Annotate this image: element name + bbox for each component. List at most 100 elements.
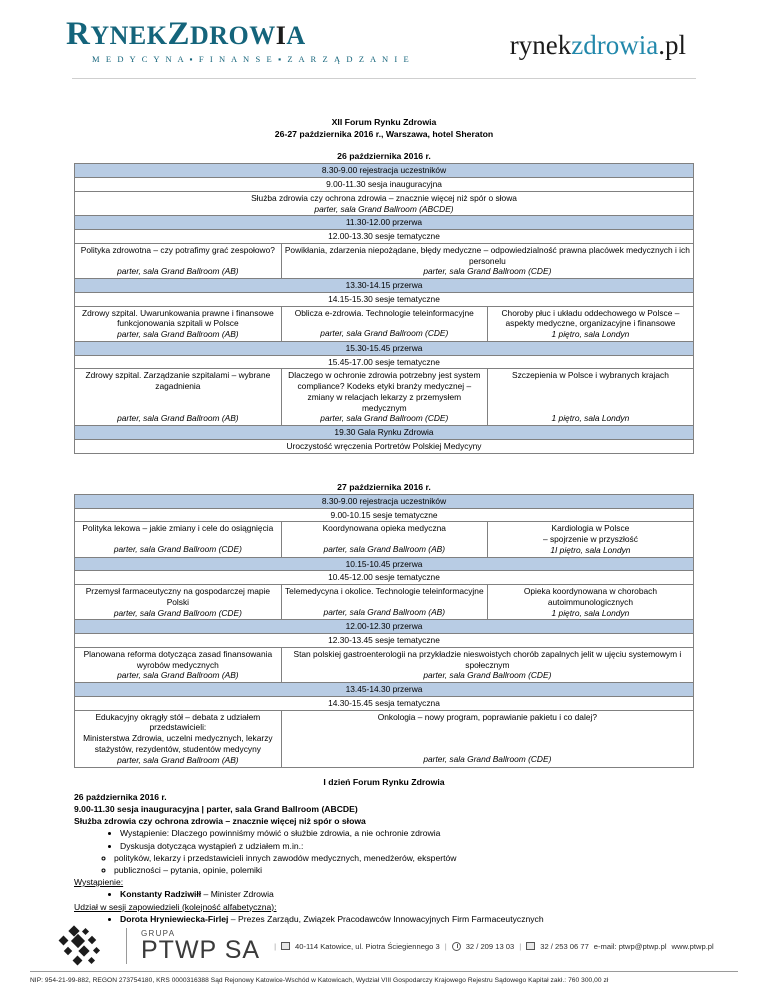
cell-topic: Szczepienia w Polsce i wybranych krajach [511,370,669,381]
page-title: XII Forum Rynku Zdrowia 26-27 październi… [38,117,730,140]
schedule-cell: Planowana reforma dotycząca zasad finans… [74,646,282,684]
cell-venue: parter, sala Grand Ballroom (CDE) [423,670,552,681]
table-row: Polityka lekowa – jakie zmiany i cele do… [74,521,695,558]
table-row: Zdrowy szpital. Zarządzanie szpitalami –… [74,368,695,427]
detail-session-line: 9.00-11.30 sesja inauguracyjna | parter,… [74,803,358,814]
ptwp-company-name: PTWP SA [141,935,261,964]
cell-venue: parter, sala Grand Ballroom (AB) [323,544,446,555]
footer-website[interactable]: www.ptwp.pl [671,941,714,951]
detail-bullet-list: Wystąpienie: Dlaczego powinniśmy mówić o… [74,827,694,851]
cell-venue: parter, sala Grand Ballroom (AB) [117,265,239,276]
header-divider [72,78,696,79]
table-row: 9.00-10.15 sesje tematyczne [74,507,694,523]
speaker-name: Konstanty Radziwiłł [120,889,202,900]
cell-venue: parter, sala Grand Ballroom (AB) [323,606,446,617]
schedule-cell: Polityka zdrowotna – czy potrafimy grać … [74,242,282,280]
cell-topic: Kardiologia w Polsce– spojrzenie w przys… [542,523,638,545]
cell-topic: 19.30 Gala Rynku Zdrowia [334,427,434,438]
table-row: 15.30-15.45 przerwa [74,340,694,356]
table-row: 14.30-15.45 sesja tematyczna [74,695,694,711]
doc-title-line2: 26-27 października 2016 r., Warszawa, ho… [274,128,494,139]
table-row: 9.00-11.30 sesja inauguracyjna [74,177,694,192]
cell-topic: Zdrowy szpital. Uwarunkowania prawne i f… [81,307,274,329]
cell-topic: 15.45-17.00 sesje tematyczne [328,356,440,367]
cell-venue: 1 piętro, sala Londyn [551,329,630,340]
table-row: 11.30-12.00 przerwa [74,215,694,231]
cell-topic: Stan polskiej gastroenterologii na przyk… [293,648,682,670]
schedule-cell: Dlaczego w ochronie zdrowia potrzebny je… [280,368,488,427]
logo-letter-z: Z [167,16,190,52]
cell-topic: 14.30-15.45 sesja tematyczna [328,697,440,708]
label-participants: Udział w sesji zapowiedzieli (kolejność … [74,901,277,912]
table-row: 8.30-9.00 rejestracja uczestników [74,163,694,179]
footer-divider [126,928,127,964]
footer-contact-info: | 40-114 Katowice, ul. Piotra Ściegienne… [274,941,714,951]
footer-brand-row: GRUPA PTWP SA | 40-114 Katowice, ul. Pio… [30,925,738,967]
table-row: 10.15-10.45 przerwa [74,556,694,572]
cell-topic: Przemysł farmaceutyczny na gospodarczej … [85,586,271,607]
schedule-cell: Szczepienia w Polsce i wybranych krajach… [486,368,695,427]
cell-venue: parter, sala Grand Ballroom (AB) [117,670,239,681]
website-part-pl: .pl [658,30,686,60]
detail-heading: I dzień Forum Rynku Zdrowia [323,776,445,787]
cell-venue: parter, sala Grand Ballroom (CDE) [320,413,449,424]
table-row: Zdrowy szpital. Uwarunkowania prawne i f… [74,305,695,342]
schedule-cell: Zdrowy szpital. Uwarunkowania prawne i f… [74,305,282,342]
table-row: Edukacyjny okrągły stół – debata z udzia… [74,709,695,768]
table-row: 19.30 Gala Rynku Zdrowia [74,425,694,441]
table-row: 10.45-12.00 sesje tematyczne [74,570,694,586]
schedule-cell: Koordynowana opieka medyczna parter, sala… [280,521,488,558]
detail-body: 26 października 2016 r. 9.00-11.30 sesja… [74,791,694,925]
table-row: Polityka zdrowotna – czy potrafimy grać … [74,242,695,280]
cell-topic: 8.30-9.00 rejestracja uczestników [321,495,447,506]
ptwp-brand: GRUPA PTWP SA [141,929,261,964]
cell-topic: 13.45-14.30 przerwa [345,684,423,695]
cell-topic: Telemedycyna i okolice. Technologie tele… [284,586,484,597]
cell-topic: 10.15-10.45 przerwa [345,558,423,569]
cell-topic: Koordynowana opieka medyczna [322,523,446,534]
masthead: RYNEKZDROWIA M E D Y C Y N A ▪ F I N A N… [38,0,730,74]
schedule-cell: 10.45-12.00 sesje tematyczne [74,570,694,586]
schedule-cell: Kardiologia w Polsce– spojrzenie w przys… [486,521,695,558]
list-item: Konstanty Radziwiłł – Minister Zdrowia [120,888,694,900]
list-item: polityków, lekarzy i przedstawicieli inn… [114,852,694,864]
list-item: Wystąpienie: Dlaczego powinniśmy mówić o… [120,827,694,839]
schedule-cell: 15.30-15.45 przerwa [74,340,694,356]
website-logo: rynekzdrowia.pl [510,18,730,61]
phone-icon [451,941,461,951]
contact-sep: | [519,941,522,951]
cell-topic: Polityka lekowa – jakie zmiany i cele do… [82,523,274,534]
schedule-cell: Przemysł farmaceutyczny na gospodarczej … [74,584,282,621]
schedule-cell: 12.00-12.30 przerwa [74,619,694,635]
cell-topic: Zdrowy szpital. Zarządzanie szpitalami –… [85,370,271,392]
schedule-cell: Polityka lekowa – jakie zmiany i cele do… [74,521,282,558]
website-part-zdrowia: zdrowia [571,30,659,60]
cell-venue: parter, sala Grand Ballroom (CDE) [113,607,242,618]
cell-venue: parter, sala Grand Ballroom (AB) [117,754,239,765]
cell-venue: 1 piętro, sala Londyn [551,607,630,618]
envelope-icon [281,942,291,950]
schedule-cell: Opieka koordynowana w chorobach autoimmu… [486,584,695,621]
cell-venue: parter, sala Grand Ballroom (AB) [117,329,239,340]
table-row: Przemysł farmaceutyczny na gospodarczej … [74,584,695,621]
cell-venue: parter, sala Grand Ballroom (CDE) [113,544,242,555]
logo-text-drow: DROW [189,21,276,50]
page-footer: GRUPA PTWP SA | 40-114 Katowice, ul. Pio… [0,925,768,984]
schedule-cell: 14.15-15.30 sesje tematyczne [74,291,694,307]
schedule-cell: Uroczystość wręczenia Portretów Polskiej… [74,439,694,454]
footer-address: 40-114 Katowice, ul. Piotra Ściegiennego… [295,941,440,951]
participant-list: Dorota Hryniewiecka-Firlej – Prezes Zarz… [74,913,694,925]
cell-venue: parter, sala Grand Ballroom (CDE) [423,266,552,277]
footer-email[interactable]: e-mail: ptwp@ptwp.pl [593,941,667,951]
cell-venue: parter, sala Grand Ballroom (CDE) [320,328,449,339]
cell-topic: Dlaczego w ochronie zdrowia potrzebny je… [288,370,481,413]
rynek-zdrowia-logo: RYNEKZDROWIA M E D Y C Y N A ▪ F I N A N… [38,16,411,65]
day1-title: 26 października 2016 r. [337,151,431,162]
schedule-cell: 12.30-13.45 sesje tematyczne [74,633,694,648]
schedule-cell: Stan polskiej gastroenterologii na przyk… [280,646,695,684]
schedule-cell: 13.45-14.30 przerwa [74,682,694,697]
schedule-cell: 19.30 Gala Rynku Zdrowia [74,425,694,441]
table-row: 12.30-13.45 sesje tematyczne [74,633,694,648]
cell-topic: Uroczystość wręczenia Portretów Polskiej… [286,441,482,452]
